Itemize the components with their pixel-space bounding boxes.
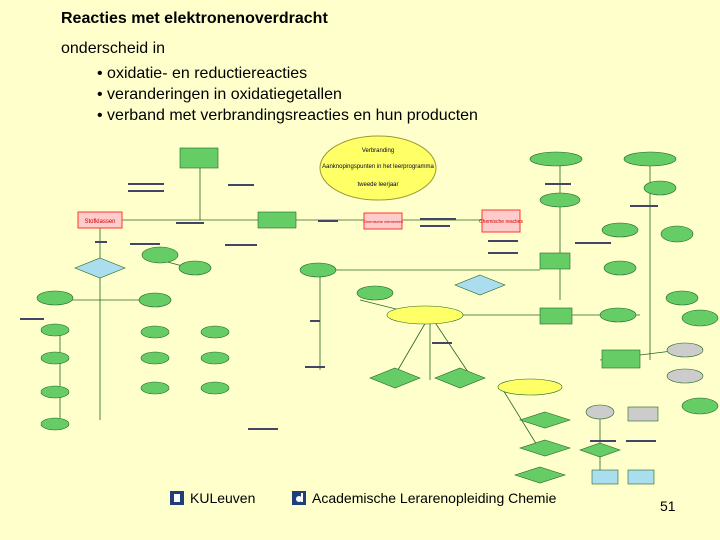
slide-title: Reacties met elektronenoverdracht [61, 10, 328, 27]
map-connectors [55, 160, 681, 470]
program-logo-icon [292, 491, 306, 505]
stofklassen-box [77, 211, 123, 229]
chemische-elementen-label: Chemische elementen [363, 219, 403, 224]
bullet-item: verband met verbrandingsreacties en hun … [97, 105, 478, 126]
cloud-label: tweede leerjaar [357, 182, 398, 188]
kuleuven-logo-icon [170, 491, 184, 505]
concept-map: Verbranding Aanknopingspunten in het lee… [20, 135, 719, 485]
bullet-item: veranderingen in oxidatiegetallen [97, 84, 478, 105]
chemische-reacties-box [481, 209, 521, 233]
map-nodes [36, 147, 719, 485]
program-name: Academische Lerarenopleiding Chemie [312, 490, 557, 506]
chemische-reacties-label: Chemische reacties [479, 219, 523, 225]
stofklassen-label: Stofklassen [84, 219, 115, 225]
cloud-label: Aanknopingspunten in het leerprogramma [322, 164, 434, 170]
footer-org: KULeuven [170, 490, 255, 506]
org-name: KULeuven [190, 490, 256, 506]
chemische-elementen-box [363, 212, 403, 230]
center-cloud: Verbranding Aanknopingspunten in het lee… [319, 135, 437, 201]
intro-text: onderscheid in [61, 40, 166, 57]
footer-program: Academische Lerarenopleiding Chemie [292, 490, 556, 506]
map-annotation-marks [20, 183, 658, 442]
page-number: 51 [660, 498, 676, 514]
bullet-list: oxidatie- en reductiereacties veranderin… [97, 63, 478, 126]
bullet-item: oxidatie- en reductiereacties [97, 63, 478, 84]
cloud-label: Verbranding [362, 148, 394, 154]
